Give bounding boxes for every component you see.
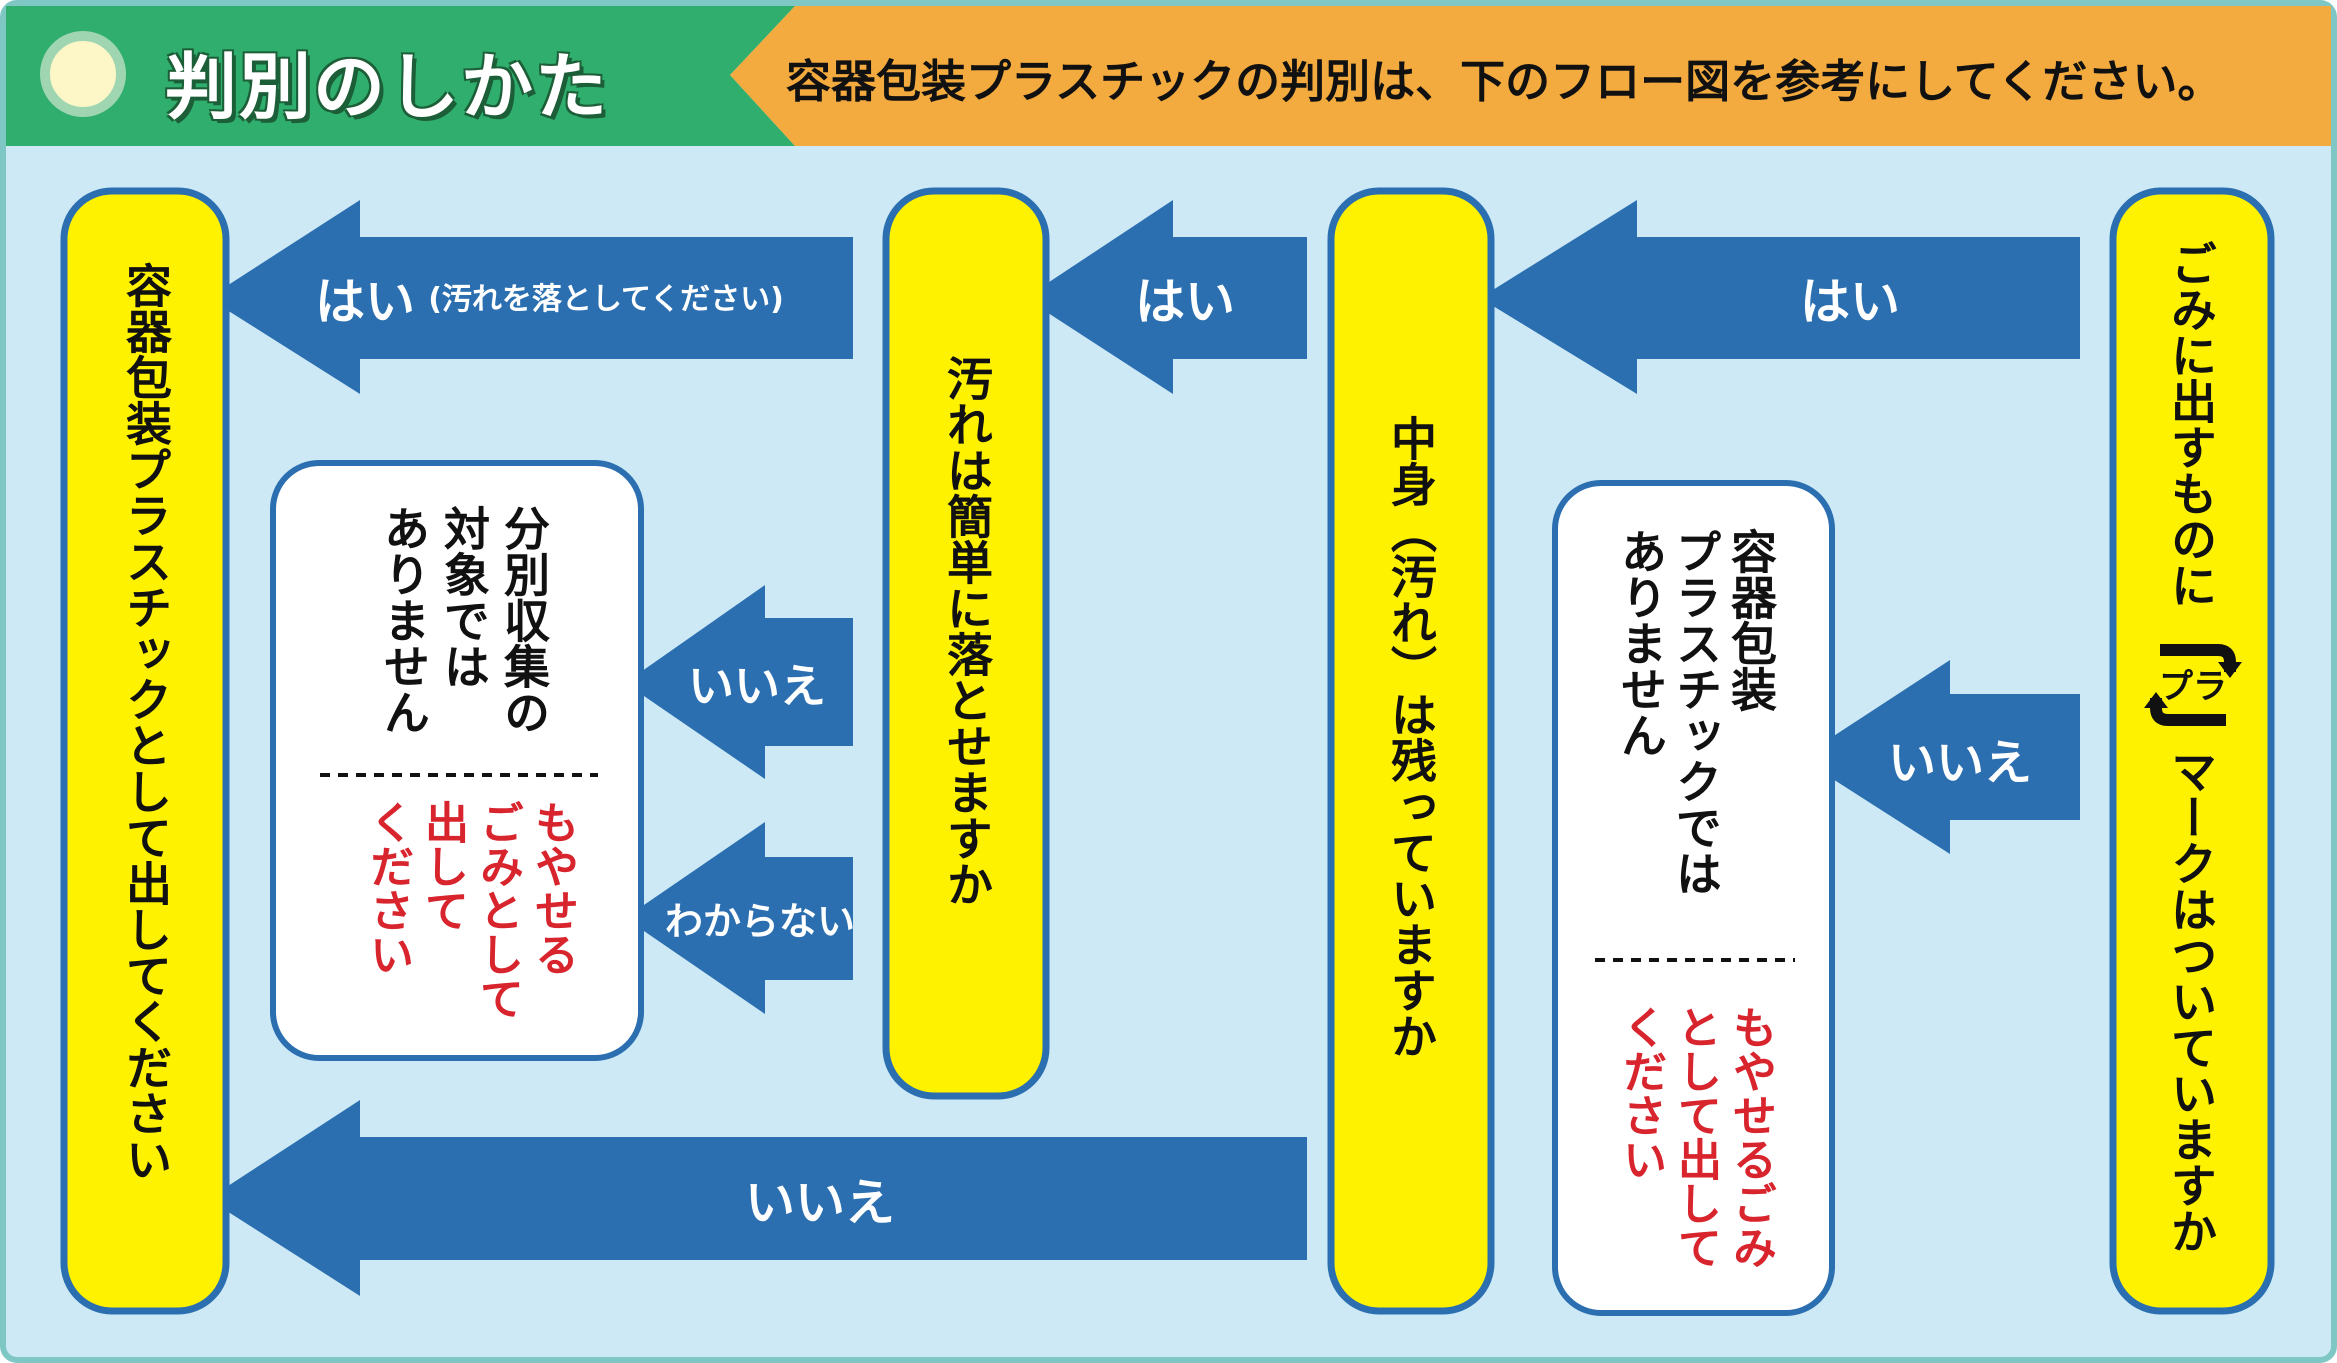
q2-box [1327,187,1495,1315]
header-orange-bar [730,6,2331,146]
arrow-q1-no-label: いいえ [1887,735,2033,791]
not-container-line2: プラスチックでは [1669,528,1723,896]
not-container-line1: 容器包装 [1724,528,1778,712]
page-title: 判別のしかた [165,45,610,129]
not-separate-line1: 分別収集の [497,505,551,735]
not-separate-note-line1: もやせる [527,800,578,976]
page-subtitle: 容器包装プラスチックの判別は、下のフロー図を参考にしてください。 [786,55,2223,108]
not-separate-note-line4: ください [362,800,413,976]
arrow-q1-no [1800,660,2080,854]
not-container-note-line2: として出して [1670,1005,1721,1269]
q2-text: 中身（汚れ）は残っていますか [1384,415,1438,1059]
result-container-box [60,187,230,1315]
q1-text-line2: マークはついていますか [2164,748,2218,1254]
arrow-q3-unknown-label: わからない [664,899,856,944]
arrow-q3-unknown [625,822,853,1014]
not-container-note-line1: もやせるごみ [1725,1005,1776,1269]
arrow-q3-no [625,585,853,779]
arrow-q3-yes-note: (汚れを落としてください) [428,282,784,317]
arrow-q2-yes-label: はい [1135,273,1235,331]
arrow-q2-no [208,1100,1307,1296]
header-bullet-icon [40,31,126,117]
not-separate-note-line2: ごみとして [472,800,523,1020]
not-separate-note-line3: 出して [417,800,468,932]
pla-recycle-mark-icon: プラ [2144,644,2242,726]
arrow-q3-no-label: いいえ [688,659,826,713]
arrow-q1-yes-label: はい [1800,273,1900,331]
not-container-note-line3: ください [1615,1005,1666,1181]
q3-text: 汚れは簡単に落とせますか [940,355,994,907]
arrow-q2-no-label: いいえ [745,1174,895,1232]
q1-box [2109,187,2275,1315]
q1-text-line1: ごみに出すものに [2164,240,2218,608]
header-green-bar [6,6,795,146]
not-container-line3: ありません [1614,528,1668,758]
not-separate-line3: ありません [377,505,431,735]
result-not-separate-box [270,460,644,1061]
q3-box [882,187,1050,1100]
arrow-q2-yes [1025,200,1307,394]
result-not-container-box [1552,480,1835,1316]
arrow-q3-yes-label: はい [315,273,415,331]
result-container-text: 容器包装プラスチックとして出してください [119,262,173,1182]
not-separate-line2: 対象では [437,505,491,689]
arrow-q3-yes [208,200,853,394]
pla-mark-label: プラ [2159,667,2227,707]
arrow-q1-yes [1480,200,2080,394]
